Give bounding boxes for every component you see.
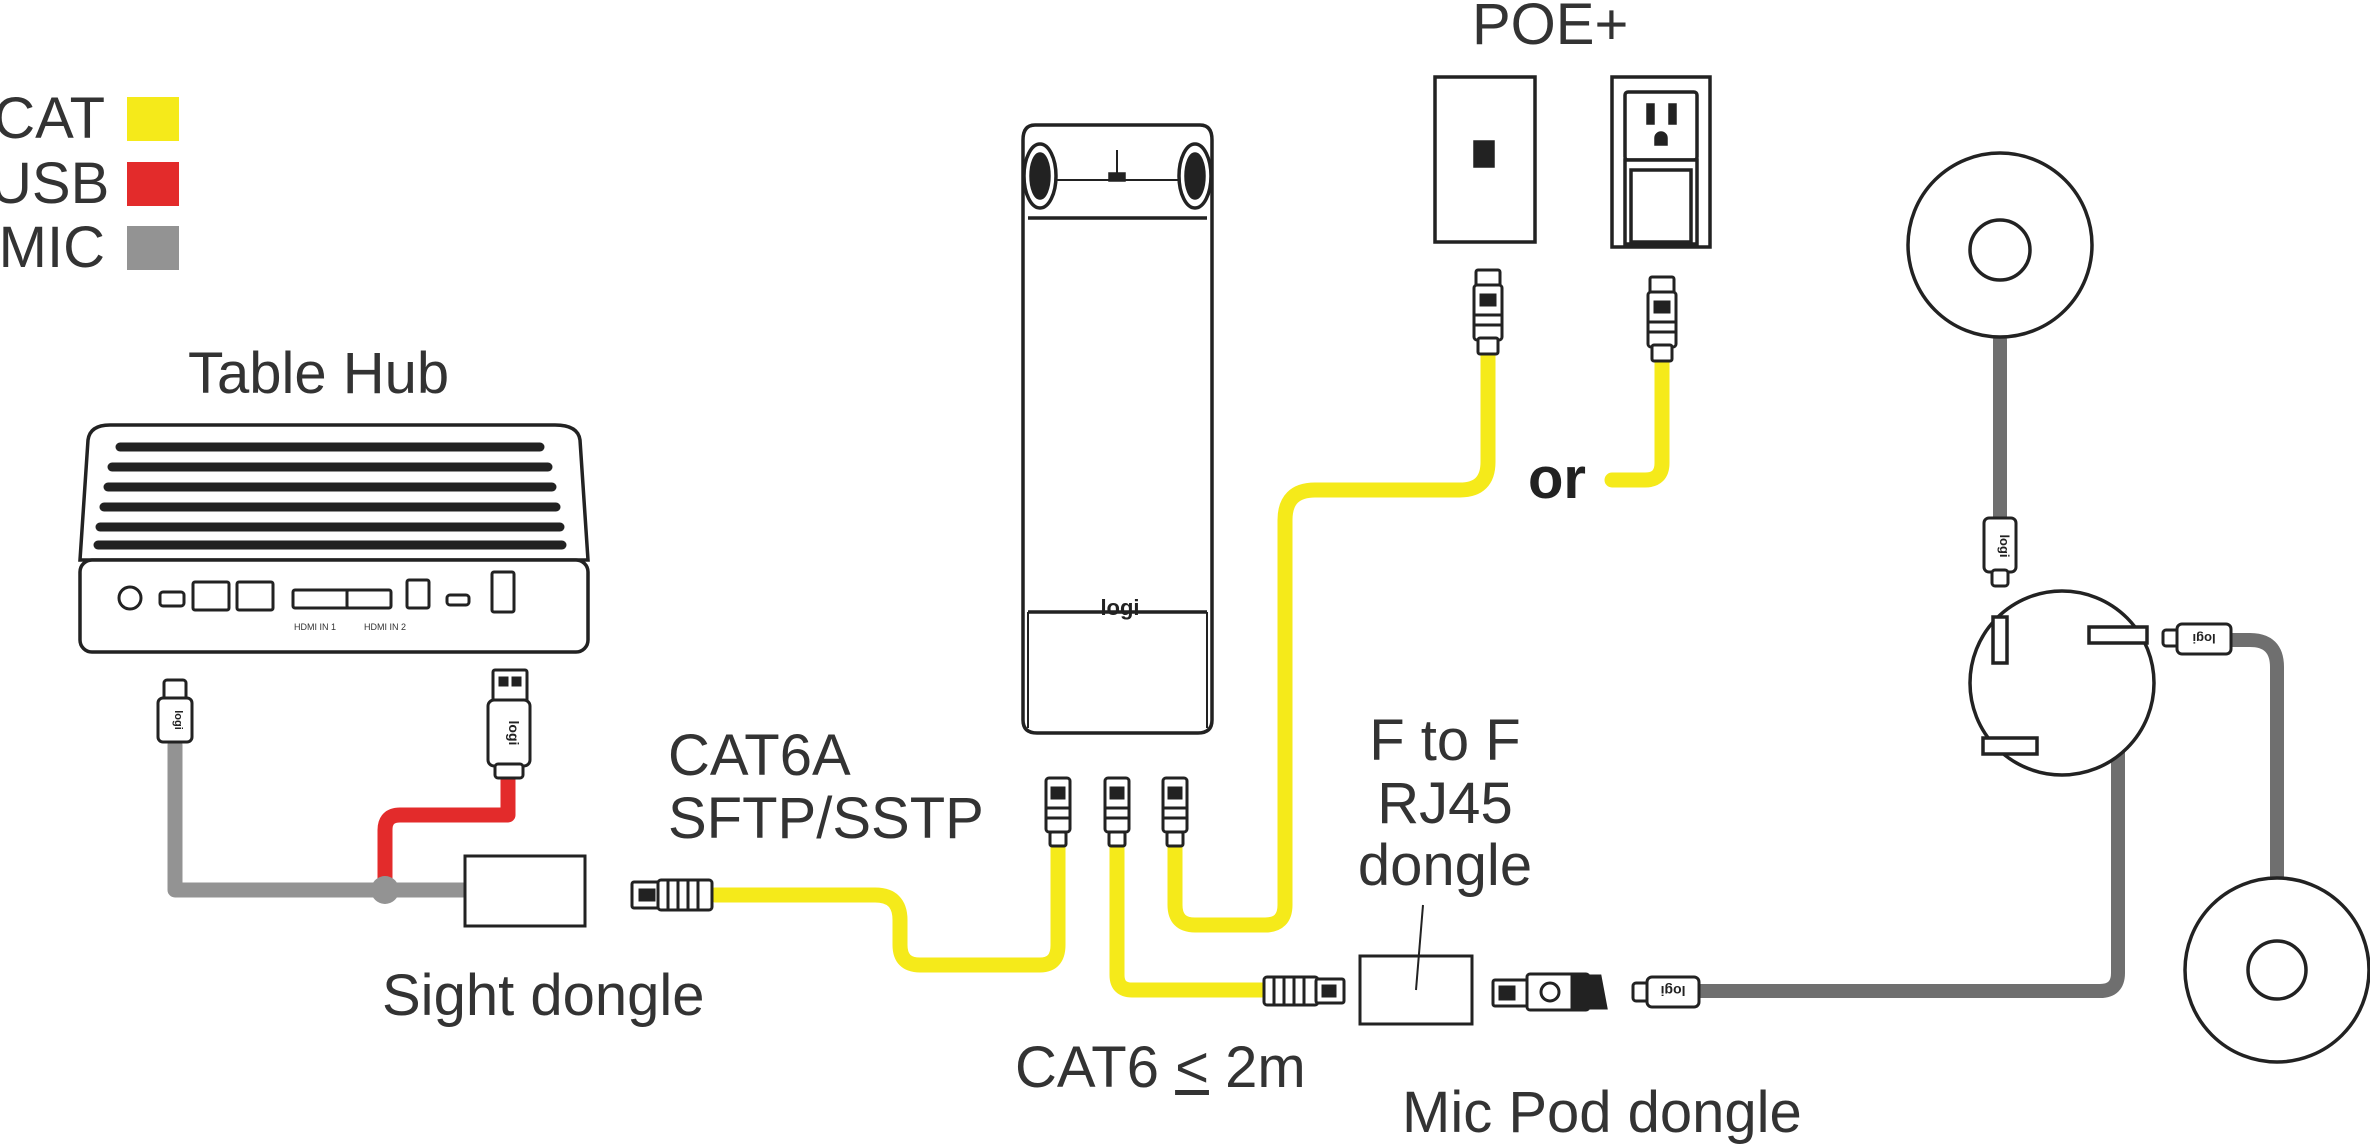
legend-mic: MIC bbox=[0, 214, 179, 281]
camera-logo: logi bbox=[1100, 595, 1139, 620]
camera-unit: logi bbox=[1021, 123, 1214, 735]
cat6-cable bbox=[1109, 837, 1278, 998]
hub-mic-plug: logi bbox=[156, 678, 194, 744]
poe-injector-plug bbox=[1646, 275, 1678, 363]
cat6-label-prefix: CAT6 bbox=[1015, 1035, 1176, 1100]
f-to-f-label-line1: F to F bbox=[1369, 708, 1521, 773]
mic-pod-cable-main bbox=[1690, 738, 2125, 998]
legend-cat-swatch bbox=[127, 96, 179, 141]
cat6-label-suffix: 2m bbox=[1208, 1035, 1306, 1100]
mic-pod-top bbox=[1906, 151, 2094, 339]
cables bbox=[167, 333, 2284, 998]
mic-pod-hub bbox=[1968, 589, 2156, 777]
poe-injector-outlet bbox=[1610, 75, 1712, 249]
mic-pod-top-plug: logi bbox=[1982, 516, 2018, 588]
mic-pod-dongle bbox=[1491, 972, 1608, 1012]
legend-usb: USB bbox=[0, 150, 179, 217]
cat6a-label: CAT6A SFTP/SSTP bbox=[668, 723, 984, 851]
poe-injector-cable bbox=[1604, 350, 1670, 488]
table-hub-ports bbox=[117, 570, 516, 614]
camera-body bbox=[1021, 123, 1214, 735]
legend-usb-swatch bbox=[127, 161, 179, 206]
legend-cat-label: CAT bbox=[0, 86, 105, 151]
sight-dongle-label: Sight dongle bbox=[382, 963, 705, 1028]
poe-jack-plug bbox=[1472, 268, 1504, 356]
legend-cat: CAT bbox=[0, 85, 179, 152]
cat6a-label-line1: CAT6A bbox=[668, 723, 851, 788]
camera-plug-middle bbox=[1103, 776, 1131, 848]
table-hub-port-icons: HDMI IN 1 HDMI IN 2 bbox=[294, 622, 406, 632]
mic-pod-top-plug-logo: logi bbox=[1997, 534, 2012, 557]
hub-usb-plug: logi bbox=[486, 668, 532, 780]
cable-junction bbox=[371, 876, 399, 904]
f-to-f-label-line2: RJ45 bbox=[1377, 770, 1513, 836]
legend-usb-label: USB bbox=[0, 151, 110, 216]
cat6a-cable bbox=[707, 837, 1066, 973]
mic-pod-cable-right bbox=[2193, 633, 2284, 889]
or-label: or bbox=[1528, 446, 1586, 511]
camera-plug-left bbox=[1044, 776, 1072, 848]
hub-usb-plug-logo: logi bbox=[506, 721, 522, 746]
hub-usb-cable bbox=[377, 770, 516, 898]
poe-cable bbox=[1167, 347, 1496, 933]
f-to-f-label-line3: dongle bbox=[1357, 833, 1533, 899]
hdmi-in-2-label: HDMI IN 2 bbox=[364, 622, 406, 632]
poe-wall-jack bbox=[1433, 75, 1537, 244]
cat6-label-symbol: < bbox=[1175, 1035, 1209, 1100]
camera-plugs bbox=[1044, 776, 1189, 848]
mic-pod-bottom bbox=[2183, 876, 2370, 1064]
hub-mic-cable bbox=[167, 737, 473, 898]
camera-plug-right bbox=[1161, 776, 1189, 848]
f-to-f-callout-line bbox=[1415, 904, 1424, 991]
mic-pod-dongle-label: Mic Pod dongle bbox=[1402, 1080, 1802, 1145]
hdmi-in-1-label: HDMI IN 1 bbox=[294, 622, 336, 632]
mic-pod-plug: logi bbox=[1631, 975, 1701, 1009]
mic-pod-right-plug: logi bbox=[2161, 622, 2233, 656]
legend-mic-label: MIC bbox=[0, 215, 105, 280]
cat6a-label-line2: SFTP/SSTP bbox=[668, 785, 984, 851]
table-hub-label: Table Hub bbox=[188, 341, 450, 406]
legend-mic-swatch bbox=[127, 225, 179, 270]
cat6-plug bbox=[1262, 975, 1346, 1007]
hub-mic-plug-logo: logi bbox=[172, 710, 184, 730]
f-to-f-label: F to F RJ45 dongle bbox=[1345, 708, 1545, 899]
table-hub-vents bbox=[93, 442, 567, 550]
table-hub: HDMI IN 1 HDMI IN 2 bbox=[78, 423, 590, 654]
mic-pod-plug-logo: logi bbox=[1661, 983, 1686, 999]
cat6a-plug bbox=[630, 878, 714, 912]
cat6-length-label: CAT6 < 2m bbox=[1015, 1035, 1306, 1100]
mic-pod-right-plug-logo: logi bbox=[2192, 631, 2215, 646]
poe-label: POE+ bbox=[1472, 0, 1629, 57]
sight-dongle-box bbox=[463, 854, 587, 928]
